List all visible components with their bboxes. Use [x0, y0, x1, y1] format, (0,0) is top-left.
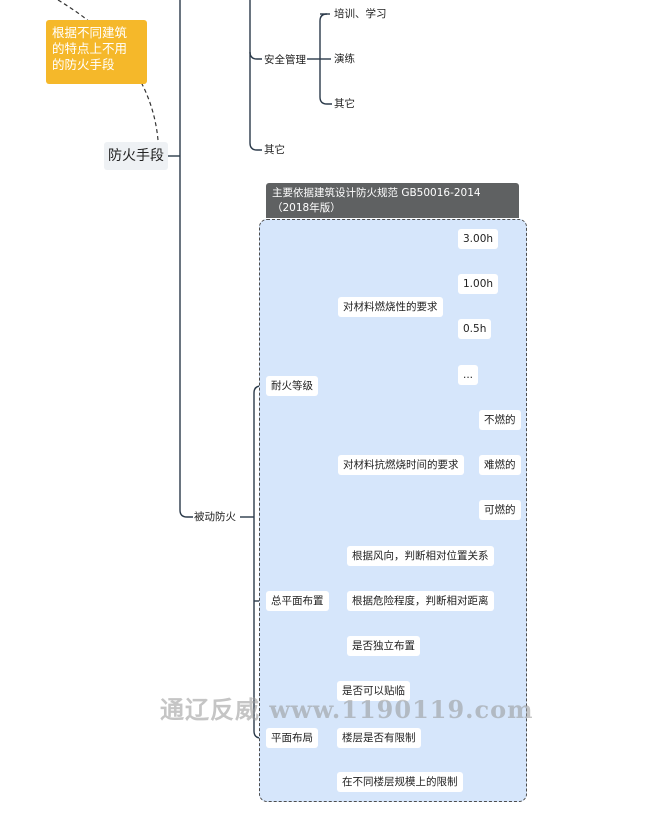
leaf-independent-layout[interactable]: 是否独立布置: [347, 636, 420, 656]
leaf-0-5h[interactable]: 0.5h: [458, 319, 492, 339]
leaf-adjacent[interactable]: 是否可以贴临: [337, 681, 410, 701]
central-topic[interactable]: 防火手段: [104, 142, 168, 170]
leaf-hazard-level[interactable]: 根据危险程度，判断相对距离: [347, 591, 494, 611]
callout-note[interactable]: 根据不同建筑 的特点上不用 的防火手段: [46, 20, 147, 84]
leaf-3h[interactable]: 3.00h: [458, 229, 499, 249]
subtopic-burn-time[interactable]: 对材料抗燃烧时间的要求: [338, 455, 464, 475]
topic-passive-fire-protection[interactable]: 被动防火: [194, 511, 236, 523]
topic-other[interactable]: 其它: [264, 144, 285, 156]
leaf-hard-to-burn[interactable]: 难燃的: [479, 455, 521, 475]
boundary-title: 主要依据建筑设计防火规范 GB50016-2014（2018年版）: [266, 183, 519, 218]
topic-floor-layout[interactable]: 平面布局: [266, 728, 318, 748]
subtopic-material-combustibility[interactable]: 对材料燃烧性的要求: [338, 297, 443, 317]
leaf-combustible[interactable]: 可燃的: [479, 500, 521, 520]
topic-safety-management[interactable]: 安全管理: [264, 54, 306, 66]
subtopic-drill[interactable]: 演练: [334, 53, 355, 65]
leaf-floor-limit[interactable]: 楼层是否有限制: [337, 728, 421, 748]
topic-fire-rating[interactable]: 耐火等级: [266, 376, 318, 396]
leaf-noncombustible[interactable]: 不燃的: [479, 410, 521, 430]
leaf-scale-limit[interactable]: 在不同楼层规模上的限制: [337, 772, 463, 792]
subtopic-other-safety[interactable]: 其它: [334, 98, 355, 110]
leaf-1h[interactable]: 1.00h: [458, 274, 499, 294]
topic-site-layout[interactable]: 总平面布置: [266, 591, 329, 611]
watermark: 通辽反威 www.1190119.com: [160, 695, 534, 724]
leaf-wind-direction[interactable]: 根据风向，判断相对位置关系: [347, 546, 494, 566]
leaf-ellipsis[interactable]: ...: [458, 365, 479, 385]
subtopic-training[interactable]: 培训、学习: [334, 8, 387, 20]
